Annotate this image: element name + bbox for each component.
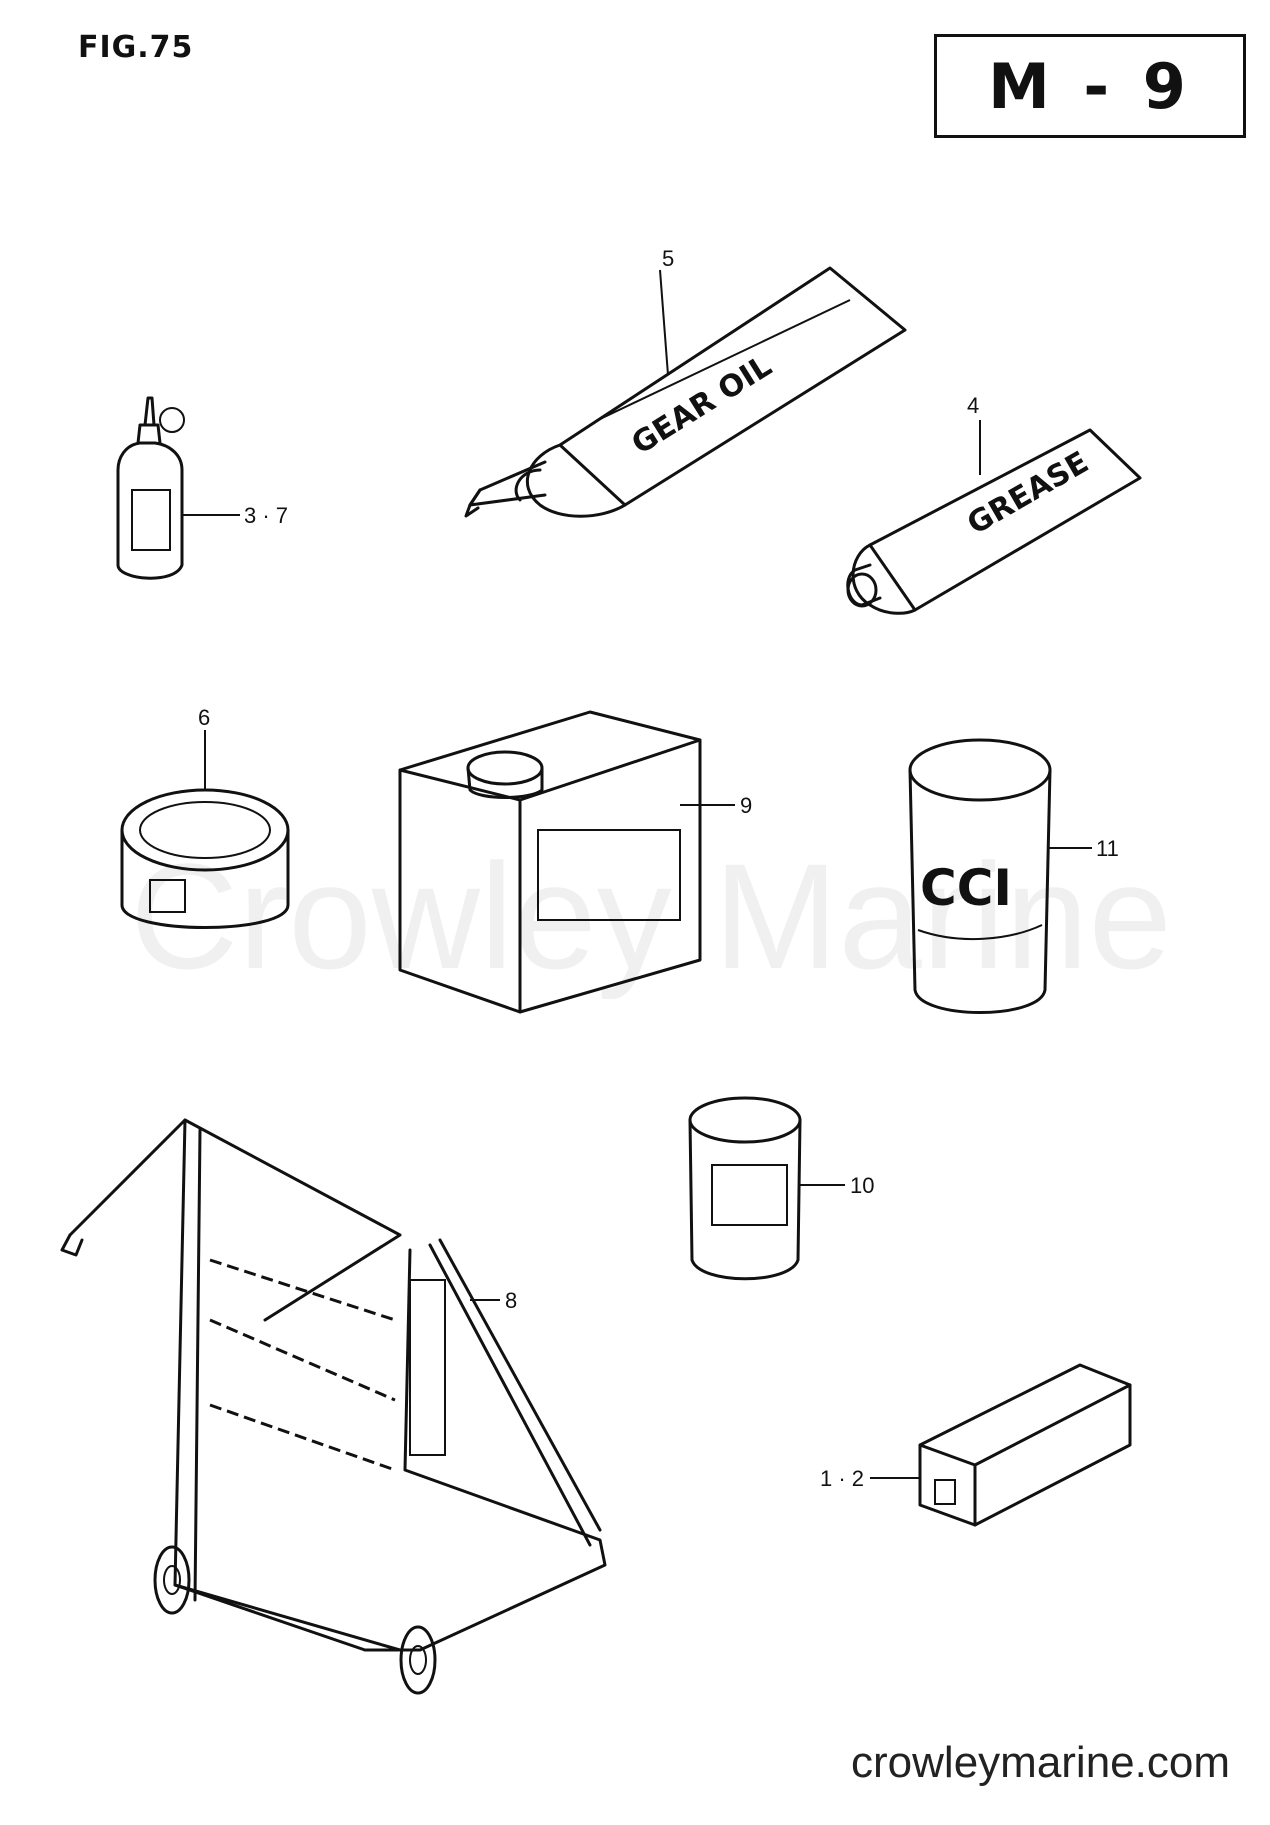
cci-oil-can: CCI xyxy=(908,738,1092,1014)
callout-5: 5 xyxy=(662,246,674,271)
cci-label: CCI xyxy=(920,859,1012,917)
grease-label: GREASE xyxy=(962,445,1095,542)
grease-tube: GREASE xyxy=(846,420,1142,615)
callout-10: 10 xyxy=(850,1173,874,1198)
callout-11: 11 xyxy=(1096,836,1119,861)
watermark: Crowley Marine xyxy=(130,832,1172,1000)
box-package xyxy=(870,1363,1132,1527)
callout-9: 9 xyxy=(740,793,752,818)
oil-can xyxy=(398,710,735,1014)
figure-label: FIG.75 xyxy=(78,30,194,65)
small-oil-bottle xyxy=(116,396,240,580)
callout-3-7: 3 · 7 xyxy=(244,503,288,528)
callout-4: 4 xyxy=(967,393,979,418)
figure-code-box: M - 9 xyxy=(934,34,1246,138)
callout-1-2: 1 · 2 xyxy=(820,1466,864,1491)
footer-site-link[interactable]: crowleymarine.com xyxy=(851,1738,1230,1787)
gear-oil-tube: GEAR OIL xyxy=(464,266,907,518)
callout-6: 6 xyxy=(198,705,210,730)
small-jar xyxy=(688,1096,845,1281)
callout-8: 8 xyxy=(505,1288,517,1313)
round-tin xyxy=(120,730,290,929)
motor-stand xyxy=(60,1118,607,1695)
gear-oil-label: GEAR OIL xyxy=(626,349,778,462)
